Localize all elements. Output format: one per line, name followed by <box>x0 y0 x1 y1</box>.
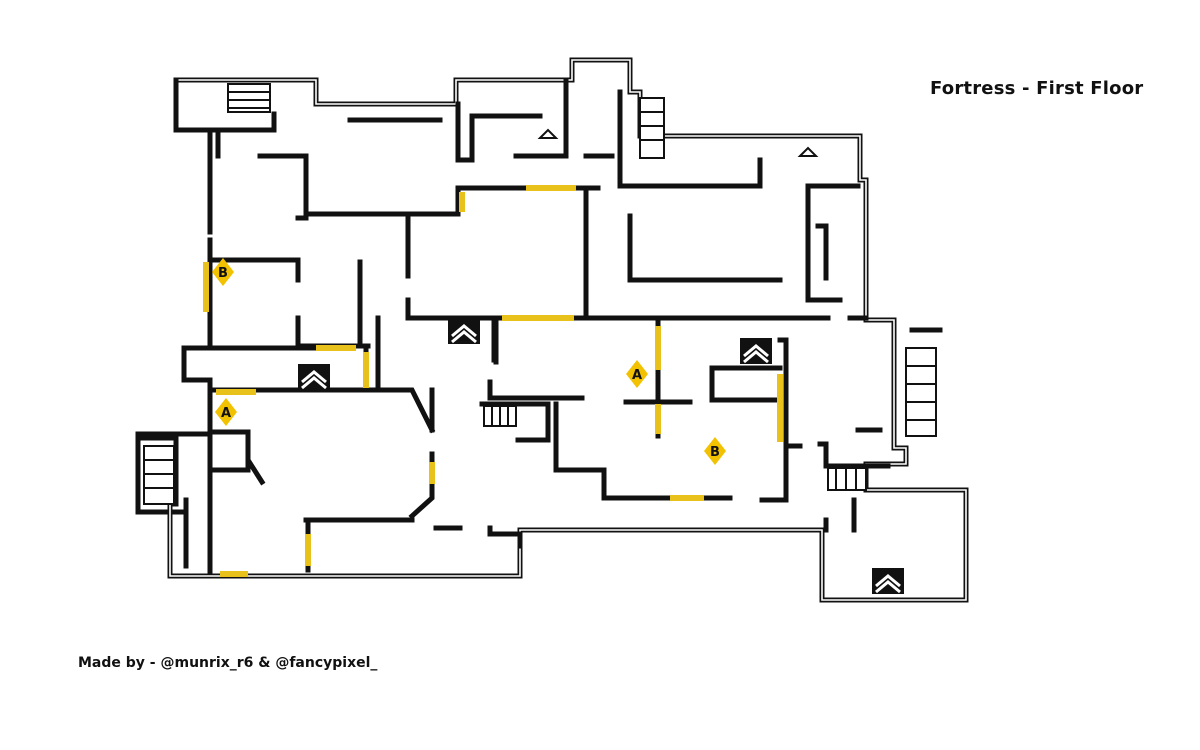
bomb-site-markers: B A A B <box>212 258 726 465</box>
reinforced-walls <box>203 185 783 577</box>
site-a-center-marker: A <box>626 360 648 388</box>
hatch-icon <box>298 318 904 594</box>
credit-text: Made by - @munrix_r6 & @fancypixel_ <box>78 655 378 671</box>
site-b-right-marker: B <box>704 437 726 465</box>
site-b-left-marker: B <box>212 258 234 286</box>
svg-text:A: A <box>632 368 642 383</box>
site-a-left-marker: A <box>215 398 237 426</box>
camera-icon <box>537 128 819 157</box>
outer-walls <box>135 57 969 603</box>
stairs-icon <box>143 83 937 505</box>
interior-walls <box>137 77 943 573</box>
svg-text:B: B <box>710 445 720 460</box>
map-title: Fortress - First Floor <box>930 78 1144 99</box>
svg-text:A: A <box>221 406 231 421</box>
svg-text:B: B <box>218 266 228 281</box>
